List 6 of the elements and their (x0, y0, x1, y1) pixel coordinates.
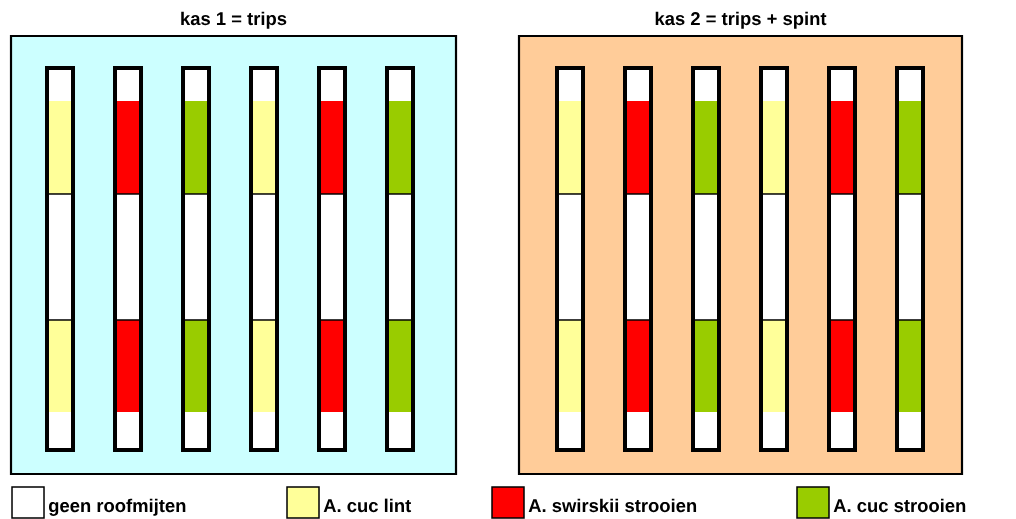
legend-label: A. cuc strooien (833, 498, 966, 513)
greenhouse-title: kas 1 = trips (181, 11, 287, 29)
greenhouse-title: kas 2 = trips + spint (655, 11, 827, 29)
legend-label: geen roofmijten (48, 498, 186, 516)
legend-label: A. cuc lint (323, 498, 412, 513)
legend-label: A. swirskii strooien (528, 498, 697, 513)
